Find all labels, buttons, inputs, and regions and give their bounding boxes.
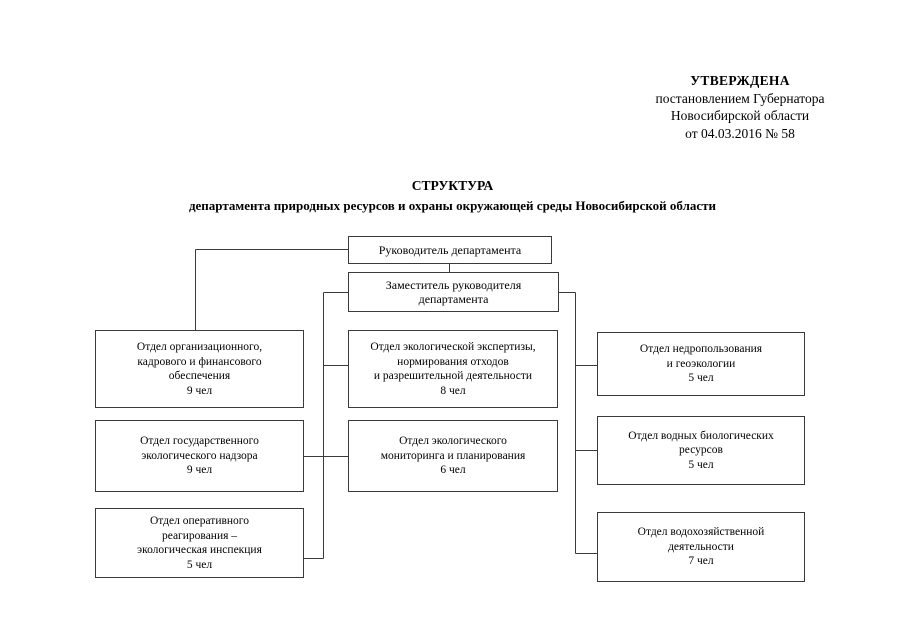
node-c1-label: Отдел экологической экспертизы, нормиров… <box>370 341 536 397</box>
approval-block: УТВЕРЖДЕНА постановлением Губернатора Но… <box>600 72 880 142</box>
node-l2-label: Отдел государственного экологического на… <box>140 435 259 477</box>
node-dept-ecological-expertise[interactable]: Отдел экологической экспертизы, нормиров… <box>348 330 558 408</box>
node-r1-label: Отдел недропользования и геоэкологии 5 ч… <box>639 343 763 385</box>
approval-document-number: от 04.03.2016 № 58 <box>685 125 795 141</box>
node-deputy[interactable]: Заместитель руководителя департамента <box>348 272 559 312</box>
node-dept-aquatic-bioresources[interactable]: Отдел водных биологических ресурсов 5 че… <box>597 416 805 485</box>
approval-line-3: Новосибирской области <box>670 108 810 123</box>
node-r3-label: Отдел водохозяйственной деятельности 7 ч… <box>637 526 765 568</box>
node-dept-ecological-monitoring[interactable]: Отдел экологического мониторинга и плани… <box>348 420 558 492</box>
approval-line-2: постановлением Губернатора <box>655 90 825 106</box>
node-dept-water-management[interactable]: Отдел водохозяйственной деятельности 7 ч… <box>597 512 805 582</box>
page-title: СТРУКТУРА департамента природных ресурсо… <box>0 176 905 216</box>
approval-heading: УТВЕРЖДЕНА <box>690 73 790 88</box>
node-dept-organizational-support[interactable]: Отдел организационного, кадрового и фина… <box>95 330 304 408</box>
node-dept-rapid-response-inspection[interactable]: Отдел оперативного реагирования – эколог… <box>95 508 304 578</box>
node-dept-state-ecological-supervision[interactable]: Отдел государственного экологического на… <box>95 420 304 492</box>
node-c2-label: Отдел экологического мониторинга и плани… <box>380 435 526 477</box>
node-head[interactable]: Руководитель департамента <box>348 236 552 264</box>
node-l3-label: Отдел оперативного реагирования – эколог… <box>137 515 262 571</box>
node-deputy-label: Заместитель руководителя департамента <box>385 277 522 307</box>
node-r2-label: Отдел водных биологических ресурсов 5 че… <box>628 429 774 471</box>
node-head-label: Руководитель департамента <box>378 242 522 257</box>
node-l1-label: Отдел организационного, кадрового и фина… <box>136 341 263 397</box>
node-dept-subsoil-use-geoecology[interactable]: Отдел недропользования и геоэкологии 5 ч… <box>597 332 805 396</box>
title-line-1: СТРУКТУРА <box>411 178 494 193</box>
title-line-2: департамента природных ресурсов и охраны… <box>188 198 717 213</box>
